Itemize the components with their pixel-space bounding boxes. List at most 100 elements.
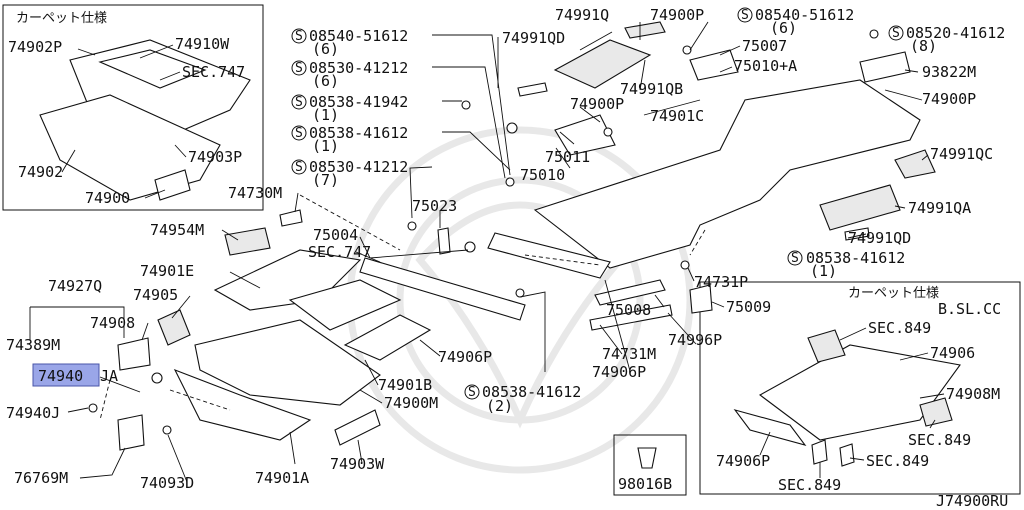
floor-74901B [343, 314, 432, 361]
floor-74901A [173, 368, 312, 441]
label-BSLCC: B.SL.CC [938, 300, 1001, 318]
clip-98016B [637, 447, 657, 469]
label-74901E: 74901E [140, 262, 194, 280]
part-74903W [334, 409, 381, 446]
svg-text:S: S [791, 251, 799, 266]
bracket-74730M [279, 209, 303, 227]
label-SEC849-b: SEC.849 [908, 431, 971, 449]
label-SEC849-d: SEC.849 [778, 476, 841, 494]
label-74991QD-top: 74991QD [502, 29, 565, 47]
label-08540-51612: 08540-51612 [309, 27, 408, 45]
clip-box-98016B [613, 434, 687, 496]
label-75009: 75009 [726, 298, 771, 316]
label-76769M: 76769M [14, 469, 68, 487]
label-93822M: 93822M [922, 63, 976, 81]
label-qty-8: (8) [910, 37, 937, 55]
highlight-74940 [32, 363, 100, 387]
label-98016B: 98016B [618, 475, 672, 493]
svg-text:S: S [295, 160, 303, 175]
label-74991QC: 74991QC [930, 145, 993, 163]
label-74996P: 74996P [668, 331, 722, 349]
bracket-74908 [117, 337, 151, 371]
bracket-76769M [117, 414, 145, 451]
label-75010A: 75010+A [734, 57, 797, 75]
part-labels: 08540-51612 (6) 08530-41212 (6) 08538-41… [6, 6, 1008, 510]
bracket-75010A [689, 49, 739, 81]
label-74940J: 74940J [6, 404, 60, 422]
label-74093D: 74093D [140, 474, 194, 492]
label-08538-41612-c: 08538-41612 [806, 249, 905, 267]
label-SEC747-inset: SEC.747 [182, 63, 245, 81]
label-74908: 74908 [90, 314, 135, 332]
label-75004: 75004 [313, 226, 358, 244]
inset-carpet-spec-bottom: カーペット仕様 B.SL.CC SEC.849 74906 74908M SEC… [699, 281, 1021, 495]
label-74900: 74900 [85, 189, 130, 207]
label-74905: 74905 [133, 286, 178, 304]
label-qty-1c: (1) [810, 262, 837, 280]
label-75011: 75011 [545, 148, 590, 166]
label-74991Q: 74991Q [555, 6, 609, 24]
label-JA: JA [100, 367, 118, 385]
inset-title-carpet-spec-2: カーペット仕様 [848, 286, 939, 301]
label-74901A: 74901A [255, 469, 309, 487]
label-08530-41212-a: 08530-41212 [309, 59, 408, 77]
label-74901B: 74901B [378, 376, 432, 394]
label-74910W: 74910W [175, 35, 230, 53]
label-74389M: 74389M [6, 336, 60, 354]
rail-74906P [359, 257, 526, 321]
rail-74906P-right [487, 232, 611, 279]
label-74900P-top: 74900P [650, 6, 704, 24]
pad-74905 [157, 309, 191, 346]
label-74927Q: 74927Q [48, 277, 102, 295]
s-markers: S S S S S S S S S [291, 7, 904, 400]
label-74991QA: 74991QA [908, 199, 971, 217]
label-qty-2: (2) [486, 397, 513, 415]
screws [88, 29, 879, 435]
floor-74900M [194, 319, 381, 406]
label-08540-51612-b: 08540-51612 [755, 6, 854, 24]
label-qty-1a: (1) [312, 106, 339, 124]
diagram-code: J74900RU [936, 492, 1008, 510]
label-qty-6c: (6) [770, 19, 797, 37]
pad-74991Q [553, 39, 652, 89]
bracket-75008 [594, 279, 666, 306]
label-74906P-inset: 74906P [716, 452, 770, 470]
label-SEC849-a: SEC.849 [868, 319, 931, 337]
label-74900P-mid: 74900P [570, 95, 624, 113]
svg-text:S: S [295, 61, 303, 76]
label-75008: 75008 [606, 301, 651, 319]
label-SEC849-c: SEC.849 [866, 452, 929, 470]
svg-text:S: S [295, 95, 303, 110]
label-SEC747: SEC.747 [308, 243, 371, 261]
label-74902: 74902 [18, 163, 63, 181]
label-74903P: 74903P [188, 148, 242, 166]
pad-74991QC [894, 149, 936, 179]
label-75007: 75007 [742, 37, 787, 55]
bracket-75009 [689, 284, 713, 314]
label-qty-7: (7) [312, 171, 339, 189]
rail-74731M [589, 304, 673, 331]
label-74901C: 74901C [650, 107, 704, 125]
inset-carpet-spec-top: カーペット仕様 74902P 74910W SEC.747 74903P 749… [2, 4, 264, 211]
label-08520-41612: 08520-41612 [906, 24, 1005, 42]
label-74908M: 74908M [946, 385, 1000, 403]
label-74900P-right: 74900P [922, 90, 976, 108]
floor-74901C [533, 79, 921, 269]
label-qty-6a: (6) [312, 40, 339, 58]
label-75023: 75023 [412, 197, 457, 215]
clip-75023 [437, 227, 451, 255]
label-08538-41612-a: 08538-41612 [309, 124, 408, 142]
label-74906: 74906 [930, 344, 975, 362]
bracket-93822M [859, 51, 911, 83]
svg-text:S: S [892, 26, 900, 41]
inset-title-carpet-spec: カーペット仕様 [16, 11, 107, 26]
label-08538-41942: 08538-41942 [309, 93, 408, 111]
main-floor-assembly [117, 21, 936, 496]
label-75010: 75010 [520, 166, 565, 184]
label-74991QB: 74991QB [620, 80, 683, 98]
label-74991QD: 74991QD [848, 229, 911, 247]
leader-lines [29, 21, 929, 483]
label-qty-1b: (1) [312, 137, 339, 155]
label-74730M: 74730M [228, 184, 282, 202]
